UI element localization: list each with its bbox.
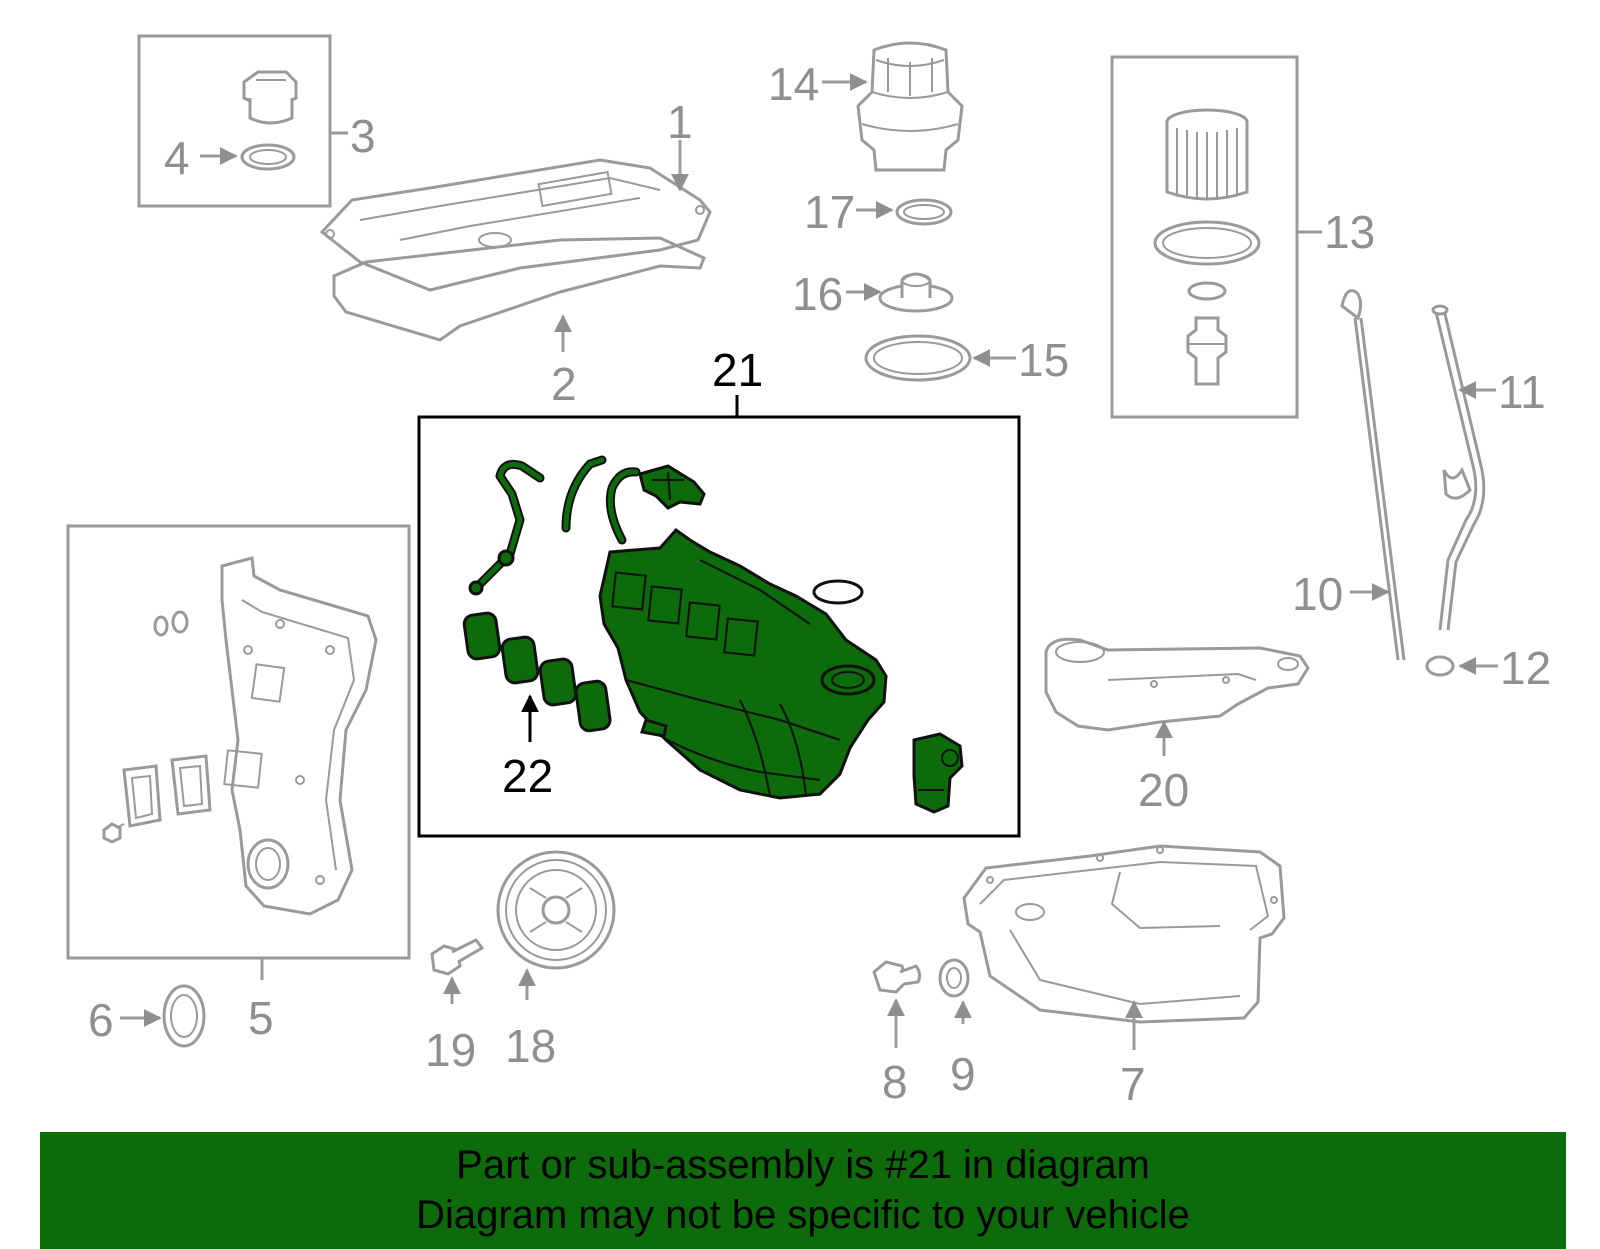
- valve-cover: [319, 158, 712, 292]
- dipstick-o-ring: [1425, 655, 1455, 677]
- crank-front-seal: [162, 984, 206, 1048]
- cover-plate-gasket-2: [170, 754, 212, 816]
- valve-cover-gasket: [332, 236, 706, 342]
- callout-9: 9: [950, 1048, 976, 1100]
- callout-19: 19: [425, 1024, 476, 1076]
- oil-cap-group-box: [137, 34, 332, 208]
- callout-11: 11: [1498, 366, 1546, 418]
- callout-15: 15: [1018, 334, 1069, 386]
- cover-seal-small-1: [153, 615, 169, 637]
- dipstick: [1340, 289, 1406, 661]
- callout-22: 22: [502, 750, 553, 802]
- callout-7: 7: [1120, 1058, 1146, 1110]
- info-banner: Part or sub-assembly is #21 in diagram D…: [40, 1132, 1566, 1249]
- callout-1: 1: [667, 96, 693, 148]
- callout-16: 16: [792, 268, 843, 320]
- hose-clip-1: [497, 549, 515, 567]
- callout-2: 2: [551, 358, 577, 410]
- hose-clip-2: [468, 580, 484, 596]
- dipstick-guide-tube: [1431, 304, 1486, 631]
- oil-pan: [962, 844, 1286, 1024]
- callout-3: 3: [350, 110, 376, 162]
- oil-drain-plug: [872, 960, 922, 994]
- oil-cap-gasket: [240, 143, 296, 171]
- callout-14: 14: [768, 58, 819, 110]
- cover-bolt: [102, 822, 125, 844]
- pulley-bolt: [430, 938, 485, 976]
- housing-o-ring-15: [864, 334, 972, 382]
- throttle-body-gasket: [812, 579, 864, 605]
- callout-20: 20: [1138, 764, 1189, 816]
- callout-13: 13: [1324, 206, 1375, 258]
- oil-filler-cap: [242, 70, 298, 125]
- filter-o-ring-large: [1153, 220, 1261, 266]
- callout-5: 5: [248, 992, 274, 1044]
- drain-plug-gasket: [938, 958, 970, 998]
- housing-cap-o-ring: [895, 198, 953, 226]
- intake-actuator: [912, 732, 964, 814]
- cover-seal-small-2: [171, 610, 189, 634]
- callout-8: 8: [882, 1056, 908, 1108]
- filter-o-ring-small: [1187, 281, 1227, 301]
- filter-drain-fitting: [1186, 316, 1228, 386]
- vsv-bracket: [638, 464, 706, 510]
- banner-line-2: Diagram may not be specific to your vehi…: [416, 1193, 1190, 1237]
- oil-filter-element: [1165, 108, 1249, 201]
- oil-filter-housing-cap: [856, 41, 964, 172]
- callout-10: 10: [1292, 568, 1343, 620]
- callout-6: 6: [88, 994, 114, 1046]
- oil-filter-group-box: [1110, 55, 1299, 419]
- timing-chain-cover: [220, 556, 378, 916]
- callout-21: 21: [712, 344, 763, 396]
- callout-17: 17: [804, 186, 855, 238]
- crankshaft-pulley: [496, 850, 616, 970]
- callout-4: 4: [164, 132, 190, 184]
- oil-strainer: [1044, 637, 1310, 732]
- banner-line-1: Part or sub-assembly is #21 in diagram: [456, 1143, 1150, 1187]
- intake-manifold: [598, 527, 888, 800]
- callout-12: 12: [1500, 642, 1551, 694]
- timing-cover-group-box: [66, 524, 411, 960]
- drain-plug-16: [878, 272, 954, 313]
- cover-plate-gasket-1: [122, 764, 162, 828]
- callout-18: 18: [505, 1020, 556, 1072]
- intake-manifold-gaskets: [462, 611, 612, 733]
